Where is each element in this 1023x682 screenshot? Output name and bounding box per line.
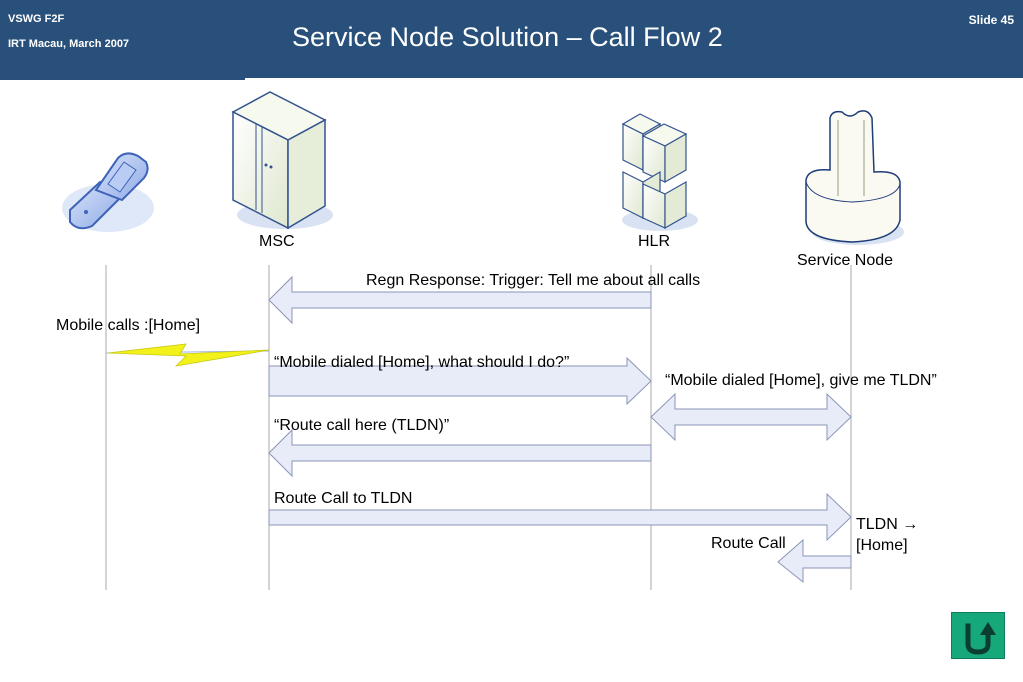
arrow-hlr-service-node: [650, 392, 852, 442]
back-button[interactable]: [951, 612, 1005, 659]
arrow-route-to-tldn: [268, 492, 852, 542]
give-tldn-label: “Mobile dialed [Home], give me TLDN”: [665, 372, 937, 389]
arrow-regn-response: [268, 275, 652, 325]
regn-response-label: Regn Response: Trigger: Tell me about al…: [366, 272, 701, 289]
mobile-calls-label: Mobile calls :[Home]: [56, 317, 201, 334]
route-call-label: Route Call: [711, 535, 786, 552]
header-underline: [0, 77, 245, 80]
venue-label: IRT Macau, March 2007: [8, 38, 130, 50]
lifelines: [105, 265, 852, 590]
arrow-route-here: [268, 428, 652, 478]
service-node-label: Service Node: [797, 252, 894, 269]
mobile-phone-icon: [62, 152, 154, 232]
tldn-home-label-line1: TLDN →: [856, 516, 919, 533]
route-here-label: “Route call here (TLDN)”: [274, 417, 450, 434]
arrow-msc-to-hlr-query: [268, 356, 652, 406]
slide-number: Slide 45: [968, 13, 1014, 27]
mobile-dialed-question-label: “Mobile dialed [Home], what should I do?…: [274, 354, 570, 371]
hlr-label: HLR: [638, 233, 671, 250]
server-stack-icon: [621, 113, 698, 231]
service-node-icon: [805, 110, 904, 245]
org-label: VSWG F2F: [8, 13, 65, 25]
route-to-tldn-label: Route Call to TLDN: [274, 490, 413, 507]
slide-header: [0, 0, 1023, 80]
server-tower-icon: [231, 91, 333, 230]
slide-title: Service Node Solution – Call Flow 2: [292, 22, 723, 52]
lightning-bolt: [105, 343, 270, 367]
arrow-route-call: [777, 538, 852, 584]
arrows: [268, 275, 852, 584]
tldn-home-label-line2: [Home]: [856, 537, 908, 554]
msc-label: MSC: [259, 233, 295, 250]
return-arrow-icon: [965, 622, 996, 655]
